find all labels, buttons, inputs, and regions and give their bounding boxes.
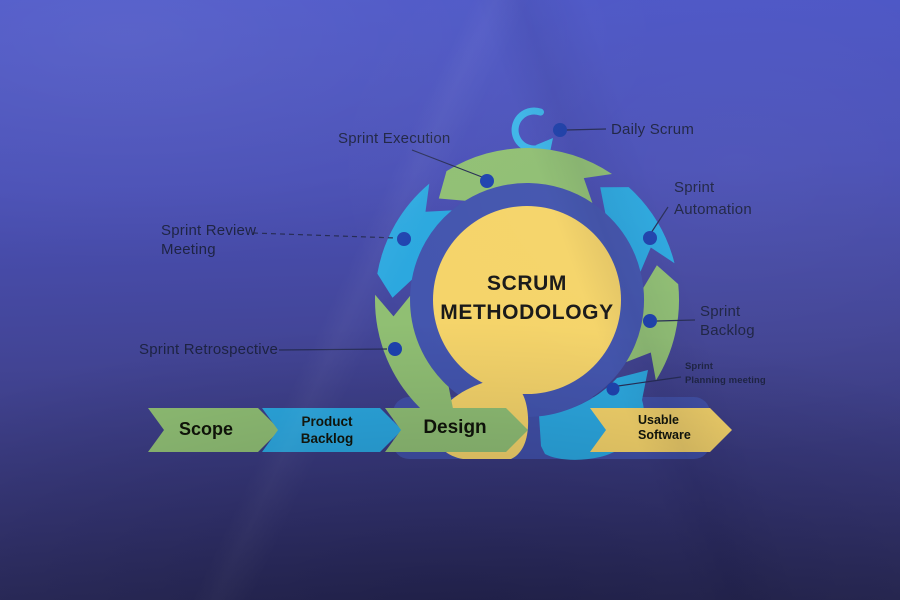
leader-sprint-retrospective bbox=[278, 348, 388, 351]
label-line: Sprint Review bbox=[161, 222, 257, 239]
dot-daily-scrum bbox=[553, 123, 567, 137]
leader-daily-scrum bbox=[565, 128, 607, 131]
label-line: Backlog bbox=[300, 431, 354, 446]
daily-scrum-label: Daily Scrum bbox=[611, 121, 695, 138]
dot-sprint-retrospective bbox=[388, 342, 402, 356]
label-line: Usable bbox=[638, 413, 679, 427]
leader-sprint-execution bbox=[411, 149, 483, 178]
label-line: Planning meeting bbox=[685, 374, 766, 386]
diagram-title-line1: SCRUM bbox=[487, 272, 567, 295]
diagram-title: SCRUM METHODOLOGY bbox=[427, 269, 627, 327]
dot-sprint-execution bbox=[480, 174, 494, 188]
dot-sprint-review bbox=[397, 232, 411, 246]
cycle-segment-sprint-execution bbox=[438, 148, 612, 203]
leader-sprint-backlog bbox=[656, 319, 696, 322]
flow-arrow-design bbox=[385, 408, 528, 452]
sprint-backlog-label: Sprint Backlog bbox=[700, 302, 755, 340]
label-line: Sprint bbox=[700, 303, 741, 320]
product-backlog-label: Product Backlog bbox=[268, 413, 386, 447]
label-line: Backlog bbox=[700, 322, 755, 339]
label-line: Meeting bbox=[161, 241, 216, 258]
label-line: Software bbox=[638, 428, 691, 442]
flow-arrow-scope bbox=[148, 408, 280, 452]
leader-sprint-automation bbox=[650, 206, 669, 234]
label-line: Sprint bbox=[685, 361, 714, 372]
dot-sprint-backlog bbox=[643, 314, 657, 328]
dot-sprint-automation bbox=[643, 231, 657, 245]
flow-arrow-product-backlog bbox=[262, 408, 402, 452]
center-circle bbox=[433, 206, 621, 394]
design-label: Design bbox=[423, 417, 487, 438]
connector-dots bbox=[388, 123, 657, 396]
sprint-automation-label: Sprint Automation bbox=[674, 177, 752, 221]
cycle-segment-sprint-automation bbox=[600, 187, 675, 272]
scope-label: Scope bbox=[178, 419, 234, 439]
dot-sprint-planning bbox=[606, 382, 620, 396]
sprint-planning-label: Sprint Planning meeting bbox=[685, 360, 766, 387]
sprint-execution-label: Sprint Execution bbox=[338, 130, 451, 147]
diagram-title-line2: METHODOLOGY bbox=[440, 301, 614, 324]
flow-arrow-usable-software bbox=[590, 408, 732, 452]
usable-software-label: Usable Software bbox=[638, 413, 730, 443]
leader-sprint-review bbox=[252, 232, 397, 239]
cycle-segment-sprint-retrospective bbox=[375, 294, 454, 413]
label-line: Product bbox=[301, 414, 353, 429]
label-line: Sprint bbox=[674, 179, 715, 196]
label-line: Automation bbox=[674, 201, 752, 218]
sprint-review-label: Sprint Review Meeting bbox=[161, 221, 256, 259]
sprint-retrospective-label: Sprint Retrospective bbox=[139, 341, 279, 358]
cycle-segment-sprint-review bbox=[377, 183, 452, 298]
leader-lines bbox=[252, 128, 696, 387]
leader-sprint-planning bbox=[617, 376, 682, 387]
